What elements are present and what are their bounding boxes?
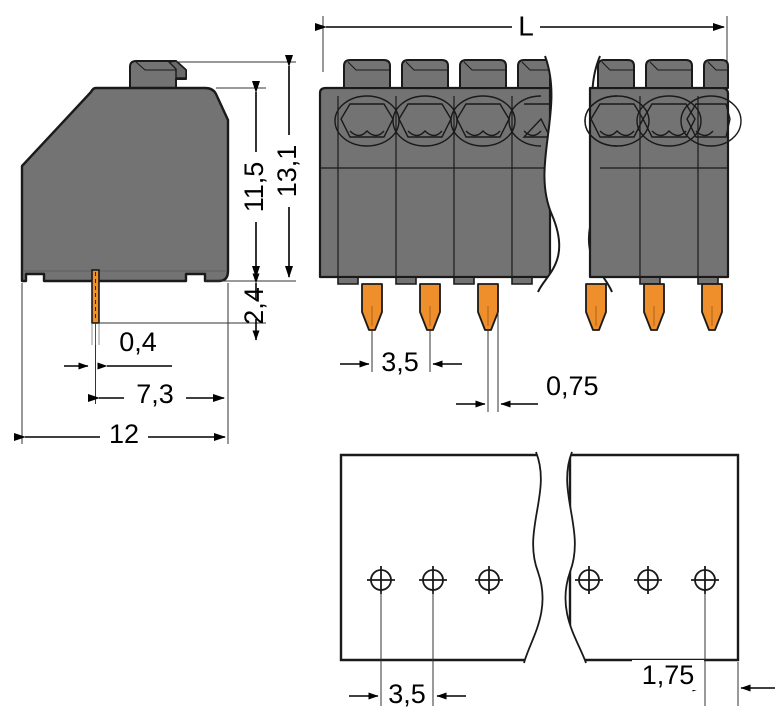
dim-label-pin-pitch: 3,5 bbox=[381, 347, 419, 377]
pcb-outline-left bbox=[339, 453, 547, 662]
drill-holes bbox=[367, 566, 719, 594]
left-block-levers bbox=[343, 59, 551, 89]
dim-label-depth-total: 12 bbox=[109, 419, 139, 449]
clamp-opening-6 bbox=[636, 95, 702, 147]
latch-facet bbox=[168, 60, 187, 79]
dim-hole-edge-group: 1,75 bbox=[632, 660, 775, 692]
dim-text-bg-depth-total bbox=[100, 420, 148, 450]
front-view: L bbox=[315, 10, 742, 412]
pcb-outline-right bbox=[568, 453, 740, 662]
dim-label-hole-pitch: 3,5 bbox=[388, 679, 426, 709]
lever-5 bbox=[597, 59, 635, 89]
dim-text-bg-pin-to-rear-edge bbox=[124, 380, 186, 410]
left-block-pole-separators bbox=[337, 96, 513, 277]
side-view-latch bbox=[129, 60, 187, 89]
drill-hole-5 bbox=[634, 566, 662, 594]
dim-text-bg-height-total bbox=[274, 135, 304, 207]
side-view-horizontal-dimensions: 0,4 7,3 12 bbox=[14, 283, 229, 450]
left-block-pins bbox=[361, 283, 499, 331]
dim-label-height-total: 13,1 bbox=[272, 145, 302, 198]
front-view-right-block bbox=[584, 59, 742, 331]
right-block-pins bbox=[585, 283, 723, 331]
right-block-body bbox=[588, 86, 730, 279]
clamp-opening-4 bbox=[508, 95, 552, 147]
side-view-pin bbox=[91, 269, 100, 345]
lever-3 bbox=[459, 59, 507, 89]
lever-1 bbox=[343, 59, 391, 89]
lever-7-edge bbox=[707, 61, 728, 71]
dim-label-pin-thickness: 0,4 bbox=[119, 327, 157, 357]
lever-5-edge bbox=[601, 61, 634, 71]
front-view-left-block bbox=[318, 59, 552, 331]
side-view-vertical-dimensions: 11,5 13,1 2,4 bbox=[99, 55, 304, 341]
pcb-break-edge-right bbox=[564, 451, 587, 664]
lever-6 bbox=[645, 59, 693, 89]
lever-7 bbox=[703, 59, 729, 89]
right-block-pole-separators bbox=[639, 96, 699, 277]
dim-length-overall-group: L bbox=[315, 10, 728, 72]
dim-label-height-body: 11,5 bbox=[239, 162, 269, 213]
left-block-clamp-openings bbox=[334, 95, 552, 147]
drill-hole-4 bbox=[575, 566, 603, 594]
latch-body bbox=[129, 60, 187, 89]
lever-2 bbox=[401, 59, 449, 89]
break-edge-left bbox=[537, 55, 561, 293]
clamp-opening-1 bbox=[334, 95, 400, 147]
pcb-break-band-fill bbox=[524, 452, 586, 663]
right-block-clamp-openings bbox=[584, 95, 742, 147]
break-band-fill bbox=[538, 56, 612, 292]
dim-text-bg-hole-to-edge bbox=[632, 660, 704, 690]
dim-text-bg-length-overall bbox=[512, 11, 540, 43]
dim-label-length-overall: L bbox=[518, 10, 534, 41]
drilling-pattern-view: 3,5 1,75 bbox=[339, 451, 775, 709]
lever-6-edge bbox=[649, 61, 692, 71]
clamp-opening-3 bbox=[450, 95, 516, 147]
drill-hole-3 bbox=[475, 566, 503, 594]
drilling-break-line bbox=[523, 451, 587, 664]
lever-1-edge bbox=[347, 61, 390, 71]
clamp-opening-2 bbox=[392, 95, 458, 147]
right-block-levers bbox=[597, 59, 729, 89]
lever-2-edge bbox=[405, 61, 448, 71]
lever-4 bbox=[517, 59, 551, 89]
front-view-pin-dimensions: 3,5 0,75 bbox=[340, 312, 599, 412]
clamp-opening-5 bbox=[584, 95, 650, 147]
left-block-body bbox=[318, 86, 552, 279]
pcb-break-edge-left bbox=[523, 451, 544, 664]
dim-text-bg-height-body bbox=[241, 152, 271, 222]
drill-hole-extension-lines bbox=[380, 592, 739, 706]
dim-label-pin-width: 0,75 bbox=[546, 371, 599, 401]
side-view: 11,5 13,1 2,4 0,4 7,3 bbox=[14, 55, 304, 450]
drill-hole-6 bbox=[691, 566, 719, 594]
dim-label-pin-to-rear-edge: 7,3 bbox=[136, 379, 174, 409]
dim-hole-pitch-group: 3,5 bbox=[349, 679, 466, 709]
drill-hole-1 bbox=[367, 566, 395, 594]
lever-4-edge bbox=[521, 61, 550, 71]
latch-edge bbox=[135, 61, 176, 71]
dim-label-hole-to-edge: 1,75 bbox=[642, 660, 695, 690]
dim-label-pin-length: 2,4 bbox=[239, 287, 269, 325]
drill-hole-2 bbox=[419, 566, 447, 594]
lever-3-edge bbox=[463, 61, 506, 71]
